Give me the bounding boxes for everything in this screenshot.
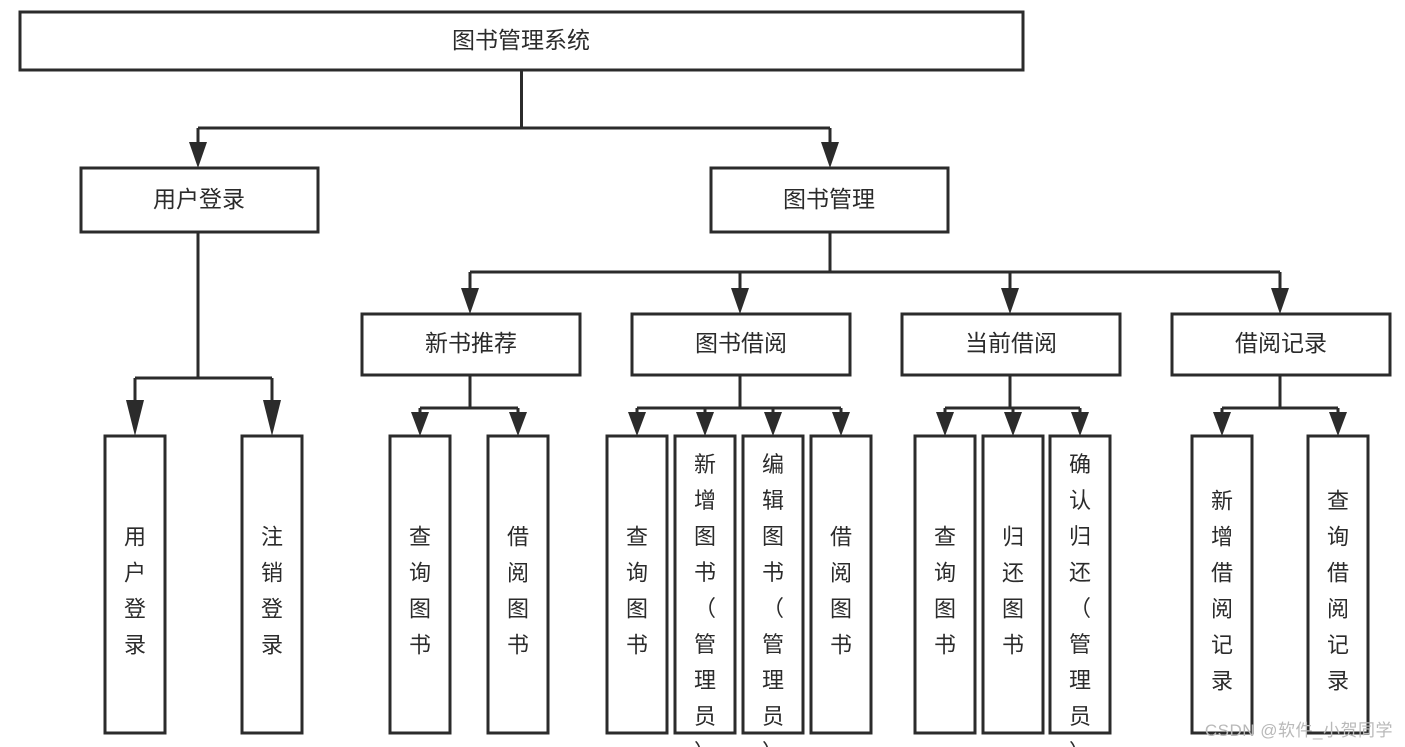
node-leaf-query-book-borrow-label: 查询图书 [626, 524, 648, 657]
node-leaf-query-book-borrow[interactable]: 查询图书 [605, 434, 669, 735]
node-borrow-record-label: 借阅记录 [1235, 330, 1327, 356]
node-new-book-recommend-label: 新书推荐 [425, 330, 517, 356]
connector-current-borrow-to-leaves [936, 375, 1089, 436]
node-book-borrow-label: 图书借阅 [695, 330, 787, 356]
connector-borrow-record-to-leaves [1213, 375, 1347, 436]
node-leaf-borrow-book-rec[interactable]: 借阅图书 [486, 434, 550, 735]
node-user-login-label: 用户登录 [153, 186, 245, 212]
node-leaf-query-book-current-label: 查询图书 [934, 524, 956, 657]
node-leaf-edit-book-admin-label: 编辑图书（管理员） [762, 452, 784, 747]
connector-root-to-level1 [189, 70, 839, 168]
node-leaf-borrow-book[interactable]: 借阅图书 [809, 434, 873, 735]
connector-book-borrow-to-leaves [628, 375, 850, 436]
node-leaf-query-book-rec-label: 查询图书 [409, 524, 431, 657]
node-leaf-return-book-label: 归还图书 [1002, 524, 1024, 657]
node-current-borrow-label: 当前借阅 [965, 330, 1057, 356]
node-leaf-user-login-label: 用户登录 [124, 524, 146, 657]
node-leaf-logout-label: 注销登录 [261, 524, 283, 657]
node-leaf-query-book-current[interactable]: 查询图书 [913, 434, 977, 735]
connector-user-login-to-leaves [126, 232, 281, 436]
node-leaf-add-borrow-record-label: 新增借阅记录 [1211, 488, 1233, 693]
node-leaf-add-book-admin-label: 新增图书（管理员） [694, 452, 716, 747]
node-leaf-borrow-book-rec-label: 借阅图书 [507, 524, 529, 657]
connector-new-book-to-leaves [411, 375, 527, 436]
node-leaf-query-book-rec[interactable]: 查询图书 [388, 434, 452, 735]
node-leaf-user-login[interactable]: 用户登录 [103, 434, 167, 735]
node-leaf-return-book[interactable]: 归还图书 [981, 434, 1045, 735]
node-leaf-confirm-return-admin[interactable]: 确认归还（管理员） [1048, 434, 1112, 747]
node-current-borrow[interactable]: 当前借阅 [900, 312, 1122, 377]
node-leaf-confirm-return-admin-label: 确认归还（管理员） [1069, 452, 1091, 747]
node-book-borrow[interactable]: 图书借阅 [630, 312, 852, 377]
connector-level1-to-level2 [461, 232, 1289, 314]
node-leaf-query-borrow-record[interactable]: 查询借阅记录 [1306, 434, 1370, 735]
node-leaf-add-book-admin[interactable]: 新增图书（管理员） [673, 434, 737, 747]
node-leaf-logout[interactable]: 注销登录 [240, 434, 304, 735]
node-borrow-record[interactable]: 借阅记录 [1170, 312, 1392, 377]
node-root[interactable]: 图书管理系统 [18, 10, 1025, 72]
node-book-management[interactable]: 图书管理 [709, 166, 950, 234]
node-book-management-label: 图书管理 [783, 186, 875, 212]
node-leaf-query-borrow-record-label: 查询借阅记录 [1327, 488, 1349, 693]
csdn-watermark: CSDN @软件_小贺同学 [1204, 721, 1393, 740]
node-root-label: 图书管理系统 [452, 27, 590, 53]
node-leaf-edit-book-admin[interactable]: 编辑图书（管理员） [741, 434, 805, 747]
node-user-login[interactable]: 用户登录 [79, 166, 320, 234]
node-leaf-add-borrow-record[interactable]: 新增借阅记录 [1190, 434, 1254, 735]
node-new-book-recommend[interactable]: 新书推荐 [360, 312, 582, 377]
node-leaf-borrow-book-label: 借阅图书 [830, 524, 852, 657]
